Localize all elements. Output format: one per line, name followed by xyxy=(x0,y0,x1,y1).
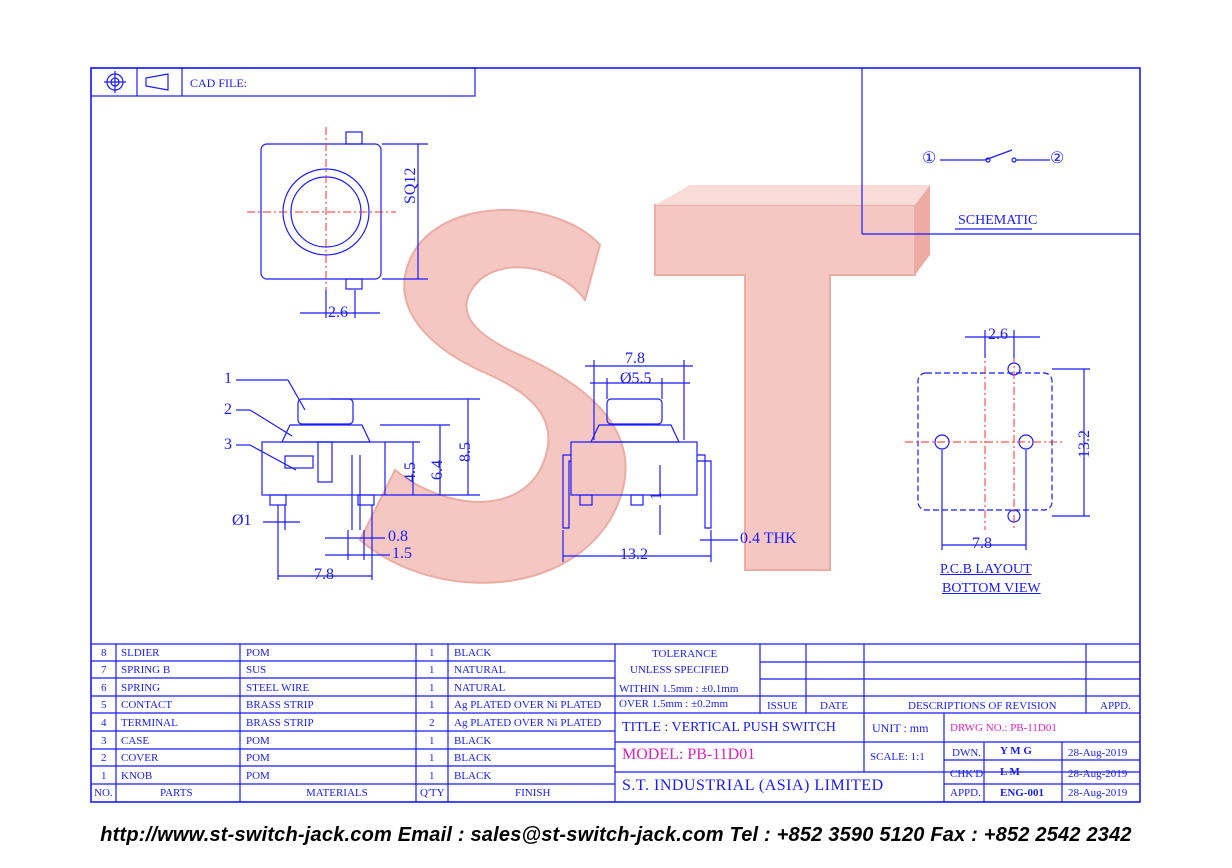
dim-d5-5: Ø5.5 xyxy=(620,370,652,387)
bom-material: BRASS STRIP xyxy=(246,699,314,711)
revision-date: DATE xyxy=(820,700,849,712)
dim-4-5: 4.5 xyxy=(402,462,419,482)
contact-footer: http://www.st-switch-jack.com Email : sa… xyxy=(100,824,1132,846)
tolerance-unless: UNLESS SPECIFIED xyxy=(630,664,729,676)
dim-7-8-side: 7.8 xyxy=(314,566,334,583)
tolerance-over: OVER 1.5mm : ±0.2mm xyxy=(619,698,729,710)
schematic-label: SCHEMATIC xyxy=(958,213,1038,228)
chkd-date: 28-Aug-2019 xyxy=(1068,768,1128,780)
bom-header-materials: MATERIALS xyxy=(306,787,368,799)
bom-no: 7 xyxy=(101,664,107,676)
callout-1: 1 xyxy=(224,370,232,387)
bom-part: KNOB xyxy=(121,770,153,782)
dim-1-5: 1.5 xyxy=(392,545,412,562)
bom-qty: 1 xyxy=(429,699,435,711)
dim-sq12: SQ12 xyxy=(402,167,419,204)
model-label: MODEL: PB-11D01 xyxy=(622,746,756,763)
dim-6-4: 6.4 xyxy=(429,460,446,480)
bom-qty: 1 xyxy=(429,735,435,747)
bom-part: CONTACT xyxy=(121,699,173,711)
chkd-label: CHK'D xyxy=(950,768,984,780)
chkd-value: L M xyxy=(1000,766,1020,778)
bom-finish: BLACK xyxy=(454,770,492,782)
dim-13-2-front: 13.2 xyxy=(620,546,648,563)
bom-part: SLDIER xyxy=(121,647,160,659)
dim-top-2-6: 2.6 xyxy=(328,304,348,321)
appd-label: APPD. xyxy=(950,787,981,799)
bom-no: 3 xyxy=(101,735,107,747)
schematic-pin-1: ① xyxy=(922,150,937,167)
dim-7-8-front: 7.8 xyxy=(625,350,645,367)
bom-finish: BLACK xyxy=(454,752,492,764)
appd-date: 28-Aug-2019 xyxy=(1068,787,1128,799)
bom-header-qty: Q'TY xyxy=(420,787,445,799)
bom-qty: 1 xyxy=(429,770,435,782)
dim-thk: 0.4 THK xyxy=(740,530,797,547)
projection-cone-icon xyxy=(145,73,169,91)
pcb-layout-label: P.C.B LAYOUT xyxy=(940,562,1032,577)
bom-material: SUS xyxy=(246,664,267,676)
revision-appd: APPD. xyxy=(1100,700,1131,712)
bom-qty: 1 xyxy=(429,682,435,694)
bom-finish: BLACK xyxy=(454,647,492,659)
bom-no: 2 xyxy=(101,752,107,764)
bom-header-parts: PARTS xyxy=(160,787,193,799)
dim-d1: Ø1 xyxy=(232,512,252,529)
drawing-title: TITLE : VERTICAL PUSH SWITCH xyxy=(622,720,836,735)
drawing-number: DRWG NO.: PB-11D01 xyxy=(950,722,1057,734)
appd-value: ENG-001 xyxy=(1000,787,1044,799)
bom-material: POM xyxy=(246,735,270,747)
bom-no: 4 xyxy=(101,717,107,729)
schematic-pin-2: ② xyxy=(1050,150,1065,167)
bom-qty: 1 xyxy=(429,647,435,659)
dwn-label: DWN. xyxy=(952,747,982,759)
bom-qty: 1 xyxy=(429,752,435,764)
company-name: S.T. INDUSTRIAL (ASIA) LIMITED xyxy=(622,777,884,794)
bom-part: TERMINAL xyxy=(121,717,178,729)
bom-part: COVER xyxy=(121,752,159,764)
bom-finish: BLACK xyxy=(454,735,492,747)
dim-pcb-7-8: 7.8 xyxy=(972,535,992,552)
bom-no: 1 xyxy=(101,770,107,782)
tolerance-title: TOLERANCE xyxy=(652,648,718,660)
bom-finish: NATURAL xyxy=(454,664,506,676)
dwn-date: 28-Aug-2019 xyxy=(1068,747,1128,759)
revision-desc: DESCRIPTIONS OF REVISION xyxy=(908,700,1057,712)
tolerance-within: WITHIN 1.5mm : ±0.1mm xyxy=(619,683,739,695)
bom-no: 5 xyxy=(101,699,107,711)
bom-material: STEEL WIRE xyxy=(246,682,310,694)
unit-label: UNIT : mm xyxy=(872,721,929,735)
bom-material: BRASS STRIP xyxy=(246,717,314,729)
bom-header-no: NO. xyxy=(94,787,113,799)
bom-header-finish: FINISH xyxy=(515,787,551,799)
dim-0-8: 0.8 xyxy=(388,528,408,545)
cad-file-label: CAD FILE: xyxy=(190,76,247,90)
scale-label: SCALE: 1:1 xyxy=(870,751,925,763)
dim-pcb-13-2: 13.2 xyxy=(1076,430,1093,458)
dwn-value: Y M G xyxy=(1000,745,1032,757)
bom-qty: 2 xyxy=(429,717,435,729)
bottom-view-label: BOTTOM VIEW xyxy=(942,581,1041,596)
callout-3: 3 xyxy=(224,436,232,453)
bom-no: 6 xyxy=(101,682,107,694)
bom-material: POM xyxy=(246,647,270,659)
bom-material: POM xyxy=(246,770,270,782)
bom-part: SPRING xyxy=(121,682,161,694)
bom-finish: Ag PLATED OVER Ni PLATED xyxy=(454,717,602,729)
dim-one: 1 xyxy=(648,492,665,500)
bom-part: CASE xyxy=(121,735,150,747)
bom-material: POM xyxy=(246,752,270,764)
dim-pcb-2-6: 2.6 xyxy=(988,326,1008,343)
revision-issue: ISSUE xyxy=(767,700,798,712)
dim-8-5: 8.5 xyxy=(457,442,474,462)
bom-no: 8 xyxy=(101,647,107,659)
callout-2: 2 xyxy=(224,401,232,418)
bom-finish: Ag PLATED OVER Ni PLATED xyxy=(454,699,602,711)
bom-qty: 1 xyxy=(429,664,435,676)
bom-part: SPRING B xyxy=(121,664,171,676)
bom-finish: NATURAL xyxy=(454,682,506,694)
